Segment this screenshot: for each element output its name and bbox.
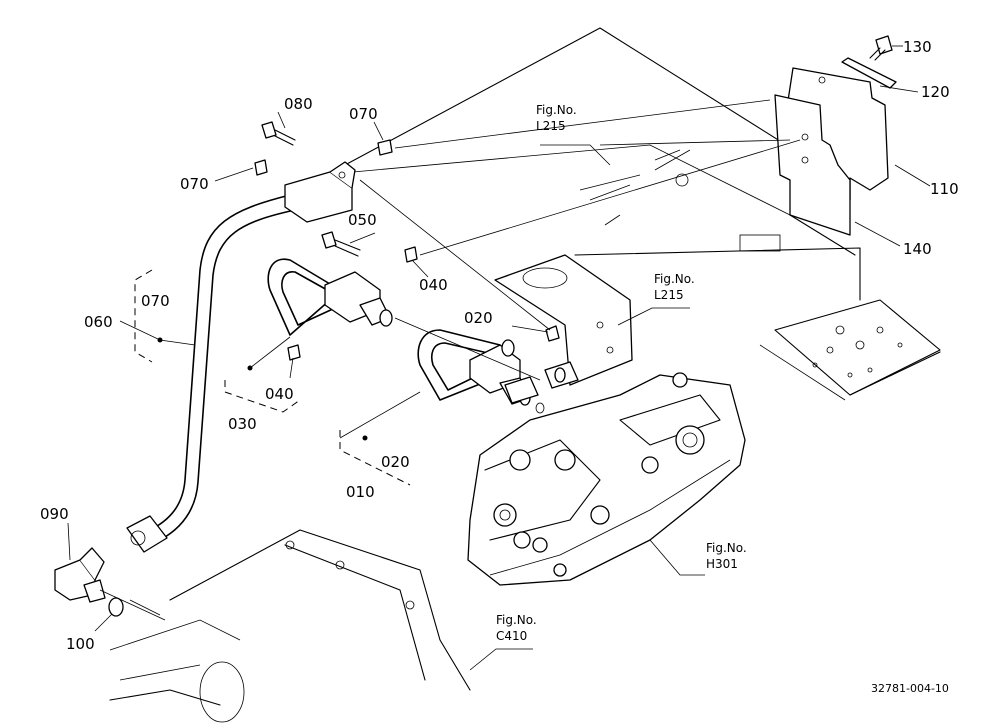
bolt-130 — [869, 35, 893, 61]
svg-text:L215: L215 — [536, 119, 566, 133]
valve-housing — [467, 372, 746, 586]
callout-070-c: 070 — [141, 292, 170, 310]
pipe-060 — [126, 194, 296, 553]
svg-text:H301: H301 — [706, 557, 738, 571]
group-dot-030 — [247, 365, 253, 371]
drawing-code: 32781-004-10 — [871, 682, 949, 695]
fitting-090 — [54, 547, 106, 603]
group-dot-010 — [362, 435, 368, 441]
callout-100: 100 — [66, 635, 95, 653]
frame-plate — [319, 27, 941, 401]
plate-holes — [812, 325, 903, 378]
svg-text:C410: C410 — [496, 629, 527, 643]
o-ring-100 — [108, 597, 124, 617]
fig-ref-l215-top: Fig.No. L215 — [536, 103, 577, 133]
svg-text:Fig.No.: Fig.No. — [654, 272, 695, 286]
bolt-080 — [261, 121, 296, 146]
pipe-assy-030 — [267, 258, 393, 336]
group-dot-060 — [157, 337, 163, 343]
svg-text:Fig.No.: Fig.No. — [496, 613, 537, 627]
gasket-140 — [774, 94, 851, 236]
plate-120 — [841, 57, 897, 89]
fig-ref-c410: Fig.No. C410 — [496, 613, 537, 643]
callout-010: 010 — [346, 483, 375, 501]
clamp-block — [284, 161, 356, 223]
callout-020-b: 020 — [381, 453, 410, 471]
connector-fittings — [504, 325, 579, 414]
fig-ref-h301: Fig.No. H301 — [706, 541, 747, 571]
plugs — [254, 139, 418, 361]
callout-070-a: 070 — [349, 105, 378, 123]
callout-050: 050 — [348, 211, 377, 229]
callout-040-a: 040 — [419, 276, 448, 294]
callout-020-a: 020 — [464, 309, 493, 327]
callout-110: 110 — [930, 180, 959, 198]
callout-120: 120 — [921, 83, 950, 101]
svg-text:Fig.No.: Fig.No. — [706, 541, 747, 555]
callout-080: 080 — [284, 95, 313, 113]
callout-060: 060 — [84, 313, 113, 331]
callout-040-b: 040 — [265, 385, 294, 403]
callout-130: 130 — [903, 38, 932, 56]
leader-lines — [67, 45, 931, 671]
svg-text:L215: L215 — [654, 288, 684, 302]
bolt-050 — [321, 231, 361, 257]
bracket — [494, 254, 633, 386]
callout-070-b: 070 — [180, 175, 209, 193]
fig-ref-l215-mid: Fig.No. L215 — [654, 272, 695, 302]
callout-030: 030 — [228, 415, 257, 433]
callout-140: 140 — [903, 240, 932, 258]
callout-090: 090 — [40, 505, 69, 523]
svg-text:Fig.No.: Fig.No. — [536, 103, 577, 117]
transmission-case — [109, 529, 471, 723]
